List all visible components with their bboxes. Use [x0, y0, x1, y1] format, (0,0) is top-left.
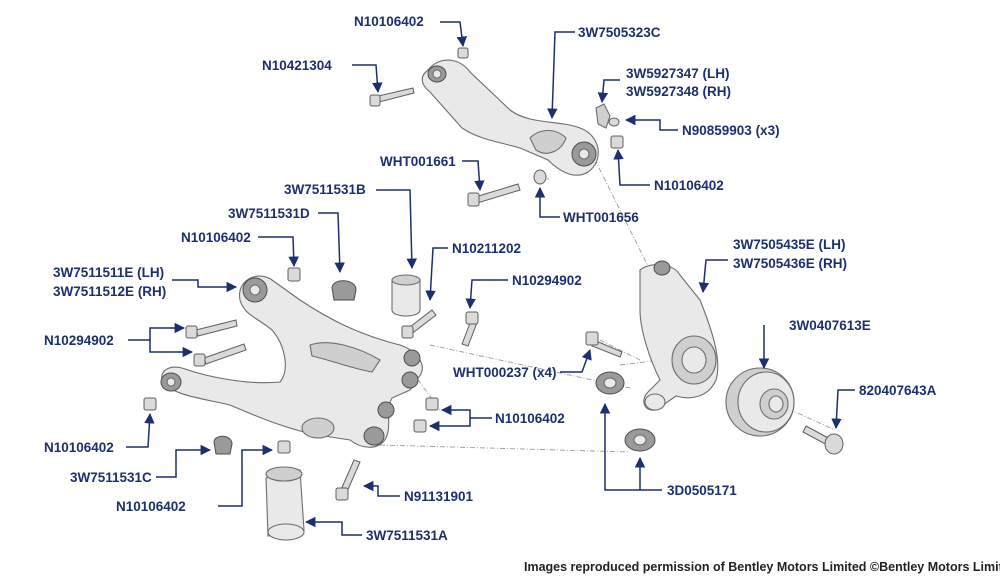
label-n10421304: N10421304 [262, 58, 332, 73]
label-3w0407613e: 3W0407613E [789, 318, 871, 333]
label-3w7511531c: 3W7511531C [70, 470, 152, 485]
lower-arm-fasteners [143, 267, 479, 541]
label-n10106402-left: N10106402 [181, 230, 251, 245]
label-3w5927348-rh: 3W5927348 (RH) [626, 84, 731, 99]
label-3w7505323c: 3W7505323C [578, 25, 661, 40]
copyright-credit: Images reproduced permission of Bentley … [524, 560, 1000, 574]
label-3w5927347-lh: 3W5927347 (LH) [626, 66, 730, 81]
label-n10106402-lowerright: N10106402 [495, 411, 565, 426]
label-wht000237: WHT000237 (x4) [453, 365, 557, 380]
label-wht001661: WHT001661 [380, 154, 456, 169]
lower-control-arm [160, 275, 423, 448]
knuckle-fasteners [585, 331, 656, 452]
label-n10211202: N10211202 [452, 241, 521, 256]
hub-carrier [639, 260, 719, 411]
label-3w7505436e-rh: 3W7505436E (RH) [733, 256, 847, 271]
label-n91131901: N91131901 [404, 489, 474, 504]
label-3d0505171: 3D0505171 [667, 483, 737, 498]
label-820407643a: 820407643A [859, 383, 937, 398]
upper-control-arm [421, 59, 599, 176]
label-3w7511531a: 3W7511531A [366, 528, 448, 543]
label-n10106402-bottom: N10106402 [116, 499, 186, 514]
part-labels: N10106402 3W7505323C N10421304 3W5927347… [44, 14, 937, 543]
label-wht001656: WHT001656 [563, 210, 639, 225]
label-3w7511512e-rh: 3W7511512E (RH) [53, 284, 166, 299]
label-n10294902-right: N10294902 [512, 273, 582, 288]
label-3w7511531b: 3W7511531B [284, 182, 366, 197]
label-3w7505435e-lh: 3W7505435E (LH) [733, 237, 846, 252]
label-n10294902-left: N10294902 [44, 333, 114, 348]
wheel-hub [725, 367, 795, 437]
label-n90859903: N90859903 (x3) [682, 123, 780, 138]
label-3w7511531d: 3W7511531D [228, 206, 310, 221]
label-n10106402-upper: N10106402 [654, 178, 724, 193]
label-3w7511511e-lh: 3W7511511E (LH) [53, 265, 164, 280]
upper-arm-fasteners [369, 47, 624, 207]
hub-bolt [802, 425, 844, 455]
label-n10106402-lowerleft: N10106402 [44, 440, 114, 455]
leader-lines [126, 21, 855, 536]
label-n10106402-top: N10106402 [354, 14, 424, 29]
